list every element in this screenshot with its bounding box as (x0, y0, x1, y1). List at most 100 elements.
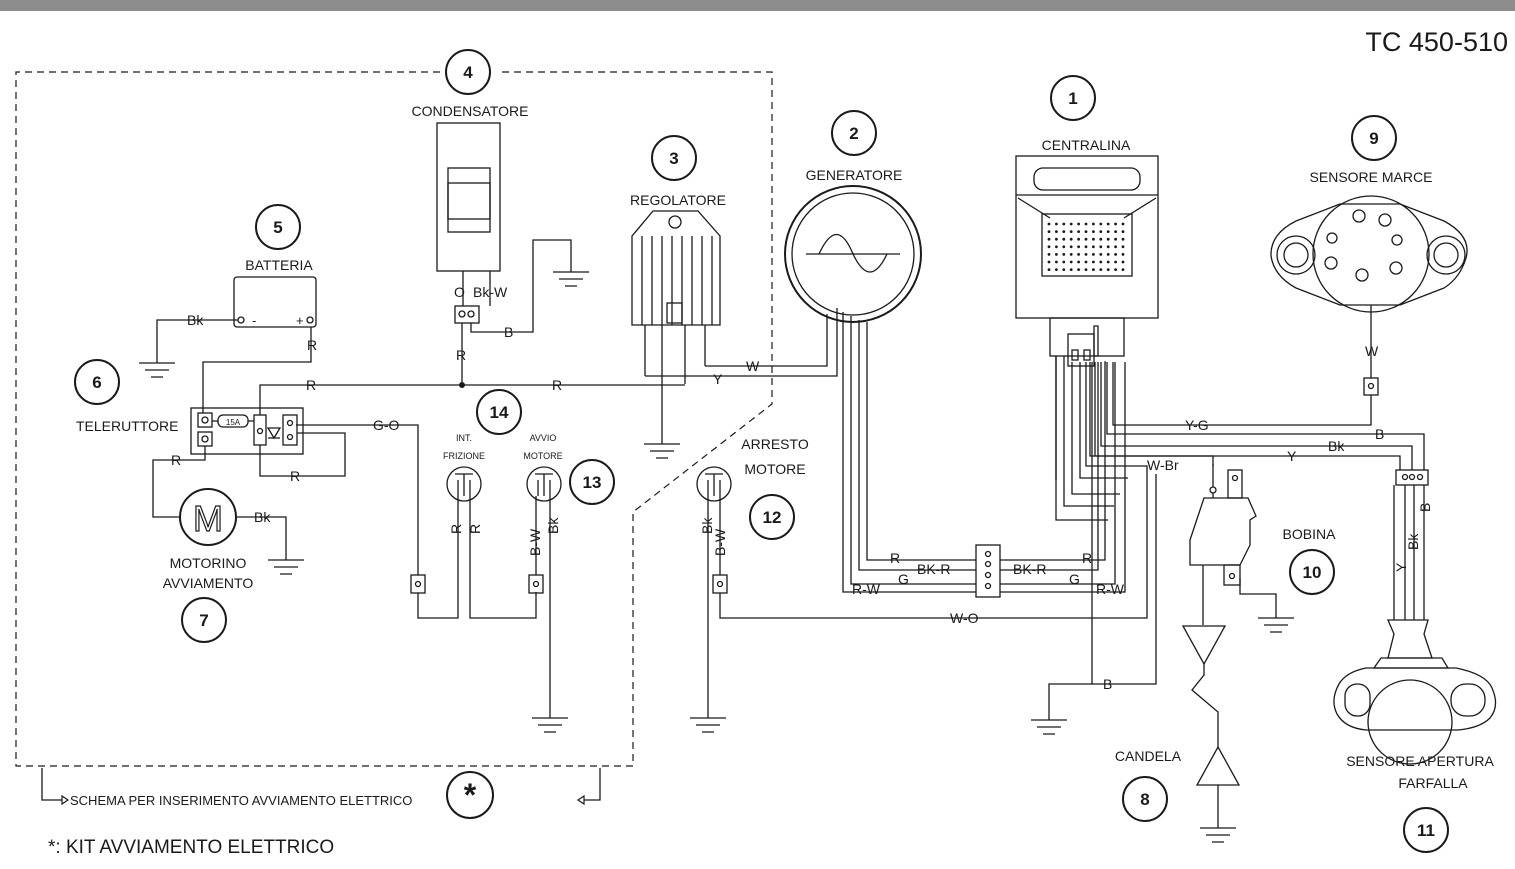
ecu-pin (1099, 245, 1103, 249)
badge-2: 2 (831, 110, 877, 156)
ground-icon (532, 710, 568, 733)
svg-text:9: 9 (1369, 129, 1378, 148)
ignition-coil (1189, 464, 1257, 625)
svg-text:3: 3 (669, 149, 678, 168)
kit-boundary (15, 71, 773, 767)
svg-text:7: 7 (199, 611, 208, 630)
badge-8: 8 (1122, 776, 1168, 822)
badge-1: 1 (1050, 75, 1096, 121)
ecu-pin (1099, 253, 1103, 256)
svg-text:14: 14 (490, 403, 509, 422)
svg-text:R-W: R-W (1096, 581, 1125, 597)
svg-text:Bk-W: Bk-W (473, 284, 508, 300)
svg-text:W-Br: W-Br (1147, 457, 1179, 473)
badge-7: 7 (181, 597, 227, 643)
ecu-pin (1084, 253, 1088, 256)
ecu-pin (1099, 260, 1103, 264)
svg-text:R: R (306, 377, 316, 393)
ecu-pin (1047, 245, 1051, 249)
ecu-pin (1047, 268, 1051, 271)
ecu-pin (1106, 268, 1110, 271)
svg-text:+: + (296, 313, 304, 328)
ecu-pin (1099, 237, 1103, 241)
ecu-pin (1077, 253, 1080, 256)
ecu-pin (1077, 260, 1080, 264)
svg-text:W: W (1365, 343, 1379, 359)
ground-symbols (139, 264, 1294, 843)
svg-text:B: B (1417, 503, 1433, 512)
svg-text:Y-G: Y-G (1185, 417, 1209, 433)
svg-text:R: R (467, 524, 483, 534)
ecu-pin (1084, 245, 1088, 249)
svg-text:R: R (171, 452, 181, 468)
ecu-pin (1062, 230, 1066, 234)
footnote: *: KIT AVVIAMENTO ELETTRICO (48, 837, 334, 858)
ground-icon (268, 552, 304, 575)
badge-11: 11 (1403, 807, 1449, 853)
ecu-pin (1069, 230, 1073, 234)
svg-text:2: 2 (849, 124, 858, 143)
label-generatore: GENERATORE (806, 167, 903, 183)
label-batteria: BATTERIA (245, 257, 313, 273)
label-farfalla: FARFALLA (1398, 775, 1468, 791)
svg-text:R: R (448, 524, 464, 534)
svg-text:BK-R: BK-R (1013, 561, 1046, 577)
svg-text:R-W: R-W (852, 581, 881, 597)
svg-text:W-O: W-O (950, 610, 979, 626)
ecu-pin (1062, 268, 1066, 271)
svg-text:R: R (307, 337, 317, 353)
label-avvio-motore: MOTORE (523, 451, 562, 461)
battery: - + (233, 276, 317, 328)
ecu-pin (1077, 230, 1080, 234)
ecu-pin (1121, 237, 1125, 241)
label-avvio: AVVIO (530, 433, 557, 443)
ecu-pin (1077, 237, 1080, 241)
svg-text:BK-R: BK-R (917, 561, 950, 577)
ecu-pin (1055, 245, 1058, 249)
svg-text:R: R (552, 377, 562, 393)
svg-text:B-W: B-W (527, 528, 543, 556)
asterisk-badge: * (446, 771, 494, 819)
ecu-pin (1099, 268, 1103, 271)
ecu-pin (1084, 237, 1088, 241)
kill-switch (696, 466, 732, 502)
svg-text:R: R (890, 550, 900, 566)
ground-icon (690, 710, 726, 733)
svg-text:15A: 15A (226, 418, 241, 427)
condenser (436, 122, 501, 324)
label-avviamento: AVVIAMENTO (163, 575, 254, 591)
badge-3: 3 (651, 135, 697, 181)
svg-text:12: 12 (763, 508, 782, 527)
badge-9: 9 (1351, 115, 1397, 161)
svg-text:Y: Y (1393, 562, 1409, 572)
label-frizione: FRIZIONE (443, 451, 485, 461)
ecu-pin (1106, 230, 1110, 234)
electric-start-note: SCHEMA PER INSERIMENTO AVVIAMENTO ELETTR… (70, 793, 412, 808)
harness-connector (975, 544, 1001, 598)
svg-text:O: O (454, 284, 465, 300)
svg-text:B: B (504, 324, 513, 340)
start-switch (526, 466, 562, 502)
clutch-switch (446, 466, 482, 502)
ecu-pin (1114, 230, 1117, 234)
ecu-pin (1114, 245, 1117, 249)
ecu-pin (1092, 253, 1095, 256)
ground-icon (553, 264, 589, 287)
svg-text:R: R (456, 347, 466, 363)
ecu-pin (1047, 237, 1051, 241)
svg-text:8: 8 (1140, 790, 1149, 809)
badge-13: 13 (569, 459, 615, 505)
ecu-pin (1084, 260, 1088, 264)
ecu-pin (1092, 222, 1095, 226)
ecu-pin (1106, 260, 1110, 264)
svg-text:G-O: G-O (373, 417, 400, 433)
svg-text:13: 13 (583, 473, 602, 492)
ecu-pin (1069, 268, 1073, 271)
ecu-pin (1092, 268, 1095, 271)
ecu-pin (1121, 268, 1125, 271)
svg-text:1: 1 (1068, 89, 1077, 108)
gear-sensor (1270, 195, 1468, 313)
ecu-pin (1121, 230, 1125, 234)
